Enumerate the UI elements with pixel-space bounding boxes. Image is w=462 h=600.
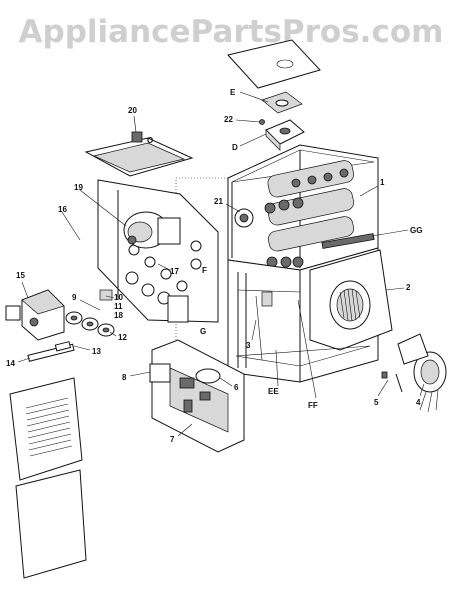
watermark-logo: AppliancePartsPros.com [18,14,444,50]
callout-17: 17 [170,267,179,276]
callout-15: 15 [16,271,25,280]
callout-19: 19 [74,183,83,192]
burner-assembly [65,289,115,337]
callout-10: 10 [114,293,123,302]
top-cover-plate [227,39,321,89]
capacitor-bolt [381,371,403,393]
pressure-switch [234,208,254,228]
gasket-e [261,91,303,114]
callout-22: 22 [224,115,233,124]
callout-g: G [200,327,206,336]
heat-exchanger-tubes [264,160,354,268]
callout-d: D [232,143,238,152]
callout-9: 9 [72,293,77,302]
callout-gg: GG [410,226,422,235]
callout-4: 4 [416,398,421,407]
blower-housing [309,249,393,351]
callout-13: 13 [92,347,101,356]
control-board-assembly [149,339,245,453]
callout-6: 6 [234,383,239,392]
leader-lines [17,91,425,437]
callout-14: 14 [6,359,15,368]
main-cabinet [227,247,393,383]
callout-12: 12 [118,333,127,342]
blower-motor [397,333,447,413]
callout-1: 1 [380,178,385,187]
gas-valve [5,289,65,341]
flue-collar-d [259,119,305,151]
callout-21: 21 [214,197,223,206]
callout-labels: 20 O E 22 D 1 19 16 21 GG 15 17 F 2 9 10… [6,88,422,444]
inducer-motor [123,211,181,249]
burner-manifold-panel [97,179,219,323]
callout-e: E [230,88,236,97]
callout-f: F [202,266,207,275]
callout-2: 2 [406,283,411,292]
callout-18: 18 [114,311,123,320]
lower-door-panel [15,469,87,579]
vent-hood-o [84,131,194,177]
callout-3: 3 [246,341,251,350]
callout-11: 11 [114,302,123,311]
callout-8: 8 [122,373,127,382]
callout-ee: EE [268,387,279,396]
heat-exchanger-cabinet [227,144,379,271]
callout-20: 20 [128,106,137,115]
callout-o: O [147,136,153,145]
callout-ff: FF [308,401,318,410]
callout-7: 7 [170,435,175,444]
manifold-pipe [27,341,75,362]
callout-16: 16 [58,205,67,214]
callout-5: 5 [374,398,379,407]
upper-door-panel [9,377,83,481]
